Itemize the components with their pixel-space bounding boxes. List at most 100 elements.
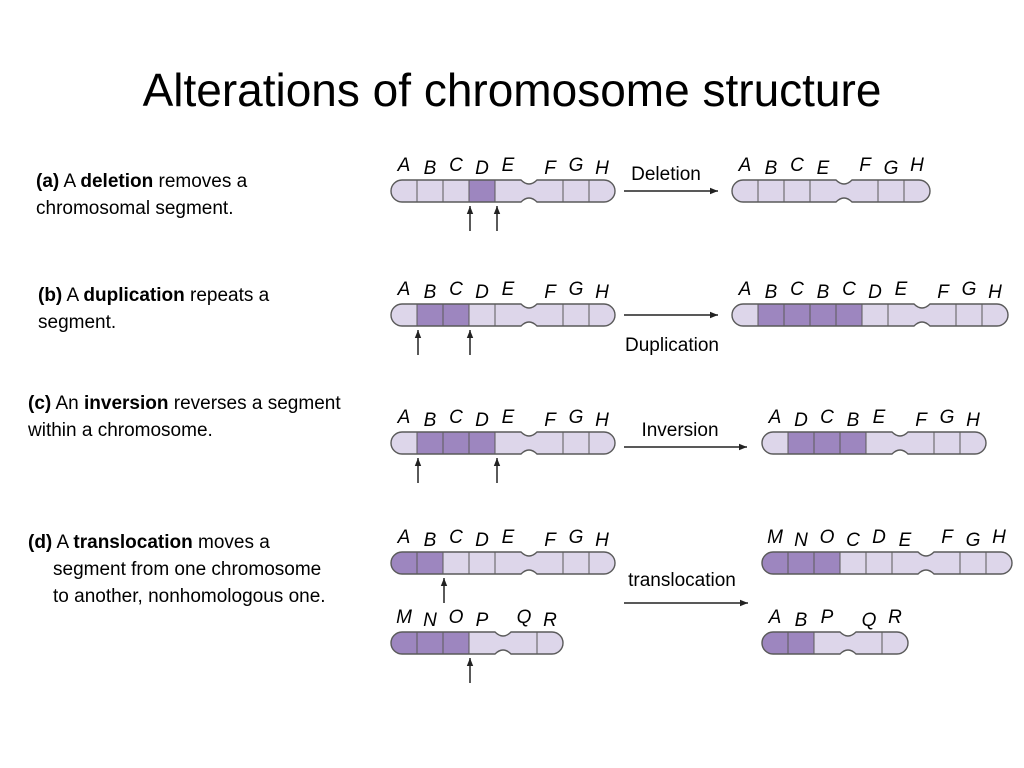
desc-line-1: (d) A translocation moves a — [28, 529, 328, 556]
arrow-label-inversion: Inversion — [641, 420, 718, 441]
arrow-label-duplication: Duplication — [625, 335, 719, 356]
term-duplication: duplication — [83, 285, 185, 306]
gene-label: O — [820, 527, 835, 548]
gene-label: E — [502, 155, 515, 176]
band-shaded — [391, 632, 417, 654]
desc-post: moves a — [198, 532, 270, 553]
band-shaded — [417, 552, 443, 574]
term-inversion: inversion — [84, 393, 169, 414]
band-shaded — [810, 304, 836, 326]
gene-label: F — [544, 282, 557, 303]
band-shaded — [784, 304, 810, 326]
gene-label: E — [502, 407, 515, 428]
band-shaded — [762, 552, 788, 574]
description-duplication: (b) A duplication repeats a segment. — [38, 282, 338, 336]
chromosome-body — [391, 180, 615, 202]
gene-label: H — [992, 527, 1006, 548]
panel-tag: (c) — [28, 393, 52, 414]
arrow-label-deletion: Deletion — [631, 164, 701, 185]
gene-label: E — [895, 279, 908, 300]
gene-label: F — [859, 155, 872, 176]
gene-label: E — [502, 527, 515, 548]
description-deletion: (a) A deletion removes a chromosomal seg… — [36, 168, 326, 222]
band-shaded — [443, 432, 469, 454]
gene-label: R — [543, 610, 557, 631]
term-translocation: translocation — [73, 532, 193, 553]
desc-pre: An — [55, 393, 79, 414]
gene-label: C — [790, 155, 804, 176]
gene-label: D — [475, 158, 489, 179]
gene-label: B — [817, 282, 830, 303]
band-shaded — [758, 304, 784, 326]
gene-label: C — [449, 155, 463, 176]
desc-post-rest: segment from one chromosome to another, … — [53, 559, 326, 607]
gene-label: D — [794, 410, 808, 431]
gene-label: D — [475, 282, 489, 303]
gene-label: D — [475, 530, 489, 551]
band-shaded — [814, 432, 840, 454]
desc-pre: A — [66, 285, 79, 306]
band-shaded — [417, 632, 443, 654]
gene-label: G — [569, 155, 584, 176]
band-shaded — [788, 632, 814, 654]
gene-label: H — [595, 530, 609, 551]
band-shaded — [469, 432, 495, 454]
chromosome-body — [732, 180, 930, 202]
gene-label: R — [888, 607, 902, 628]
band-shaded — [788, 552, 814, 574]
band-shaded — [443, 632, 469, 654]
gene-label: F — [937, 282, 950, 303]
gene-label: B — [847, 410, 860, 431]
gene-label: C — [820, 407, 834, 428]
band-shaded — [814, 552, 840, 574]
desc-post: repeats a segment. — [38, 285, 270, 333]
gene-label: C — [449, 527, 463, 548]
gene-label: F — [915, 410, 928, 431]
band-shaded — [840, 432, 866, 454]
gene-label: G — [940, 407, 955, 428]
gene-label: G — [569, 527, 584, 548]
gene-label: Q — [862, 610, 877, 631]
gene-label: N — [794, 530, 808, 551]
gene-label: F — [544, 530, 557, 551]
gene-label: B — [795, 610, 808, 631]
gene-label: P — [476, 610, 489, 631]
gene-label: N — [423, 610, 437, 631]
gene-label: B — [765, 282, 778, 303]
band-shaded — [391, 552, 417, 574]
gene-label: Q — [517, 607, 532, 628]
gene-label: H — [595, 158, 609, 179]
gene-label: C — [846, 530, 860, 551]
gene-label: A — [397, 279, 411, 300]
gene-label: A — [738, 279, 752, 300]
gene-label: C — [449, 279, 463, 300]
gene-label: A — [397, 407, 411, 428]
gene-label: B — [424, 530, 437, 551]
gene-label: O — [449, 607, 464, 628]
gene-label: H — [910, 155, 924, 176]
gene-label: G — [569, 407, 584, 428]
band-shaded — [469, 180, 495, 202]
gene-label: D — [475, 410, 489, 431]
gene-label: M — [767, 527, 783, 548]
chromosome-body — [391, 552, 615, 574]
gene-label: E — [502, 279, 515, 300]
description-inversion: (c) An inversion reverses a segment with… — [28, 390, 358, 444]
term-deletion: deletion — [80, 171, 154, 192]
gene-label: A — [768, 407, 782, 428]
gene-label: B — [424, 282, 437, 303]
gene-label: A — [397, 155, 411, 176]
gene-label: C — [449, 407, 463, 428]
gene-label: G — [962, 279, 977, 300]
band-shaded — [443, 304, 469, 326]
band-shaded — [417, 432, 443, 454]
gene-label: H — [595, 282, 609, 303]
gene-label: F — [941, 527, 954, 548]
gene-label: F — [544, 158, 557, 179]
